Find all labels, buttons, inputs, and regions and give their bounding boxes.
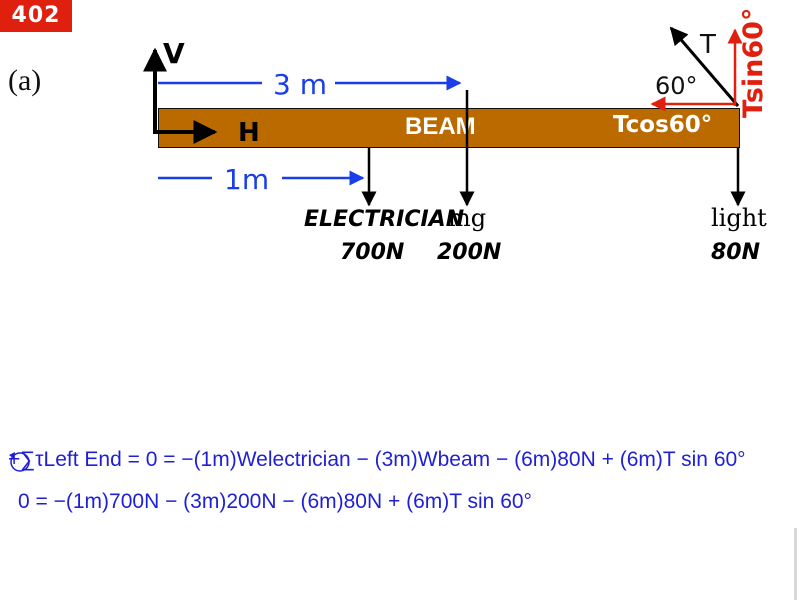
torque-equation-1: +∑τLeft End = 0 = −(1m)Welectrician − (3… bbox=[8, 448, 746, 471]
horizontal-force-label: H bbox=[238, 118, 260, 148]
tension-vertical-label: Tsin60° bbox=[738, 7, 769, 118]
part-label: (a) bbox=[8, 64, 42, 97]
angle-label: 60° bbox=[655, 72, 698, 100]
distance-electrician-label: 1m bbox=[224, 163, 270, 196]
distance-beam-label: 3 m bbox=[273, 68, 327, 101]
beam bbox=[158, 108, 740, 148]
electrician-weight: 700N bbox=[340, 240, 405, 265]
tension-horizontal-label: Tcos60° bbox=[613, 112, 713, 138]
torque-equation-2: 0 = −(1m)700N − (3m)200N − (6m)80N + (6m… bbox=[18, 490, 532, 513]
slide-number-badge: 402 bbox=[0, 0, 72, 32]
beam-label: BEAM bbox=[405, 113, 476, 140]
electrician-label: ELECTRICIAN bbox=[304, 207, 465, 232]
beam-weight: 200N bbox=[437, 240, 502, 265]
beam-weight-label: mg bbox=[448, 204, 487, 232]
light-weight: 80N bbox=[711, 240, 761, 265]
vertical-force-label: V bbox=[163, 37, 185, 70]
light-label: light bbox=[711, 204, 767, 232]
tension-label: T bbox=[700, 30, 716, 60]
edge-divider bbox=[794, 528, 797, 600]
rotation-circle bbox=[10, 452, 30, 472]
rotation-arrowhead bbox=[9, 452, 15, 459]
tension-arrow bbox=[669, 26, 740, 107]
